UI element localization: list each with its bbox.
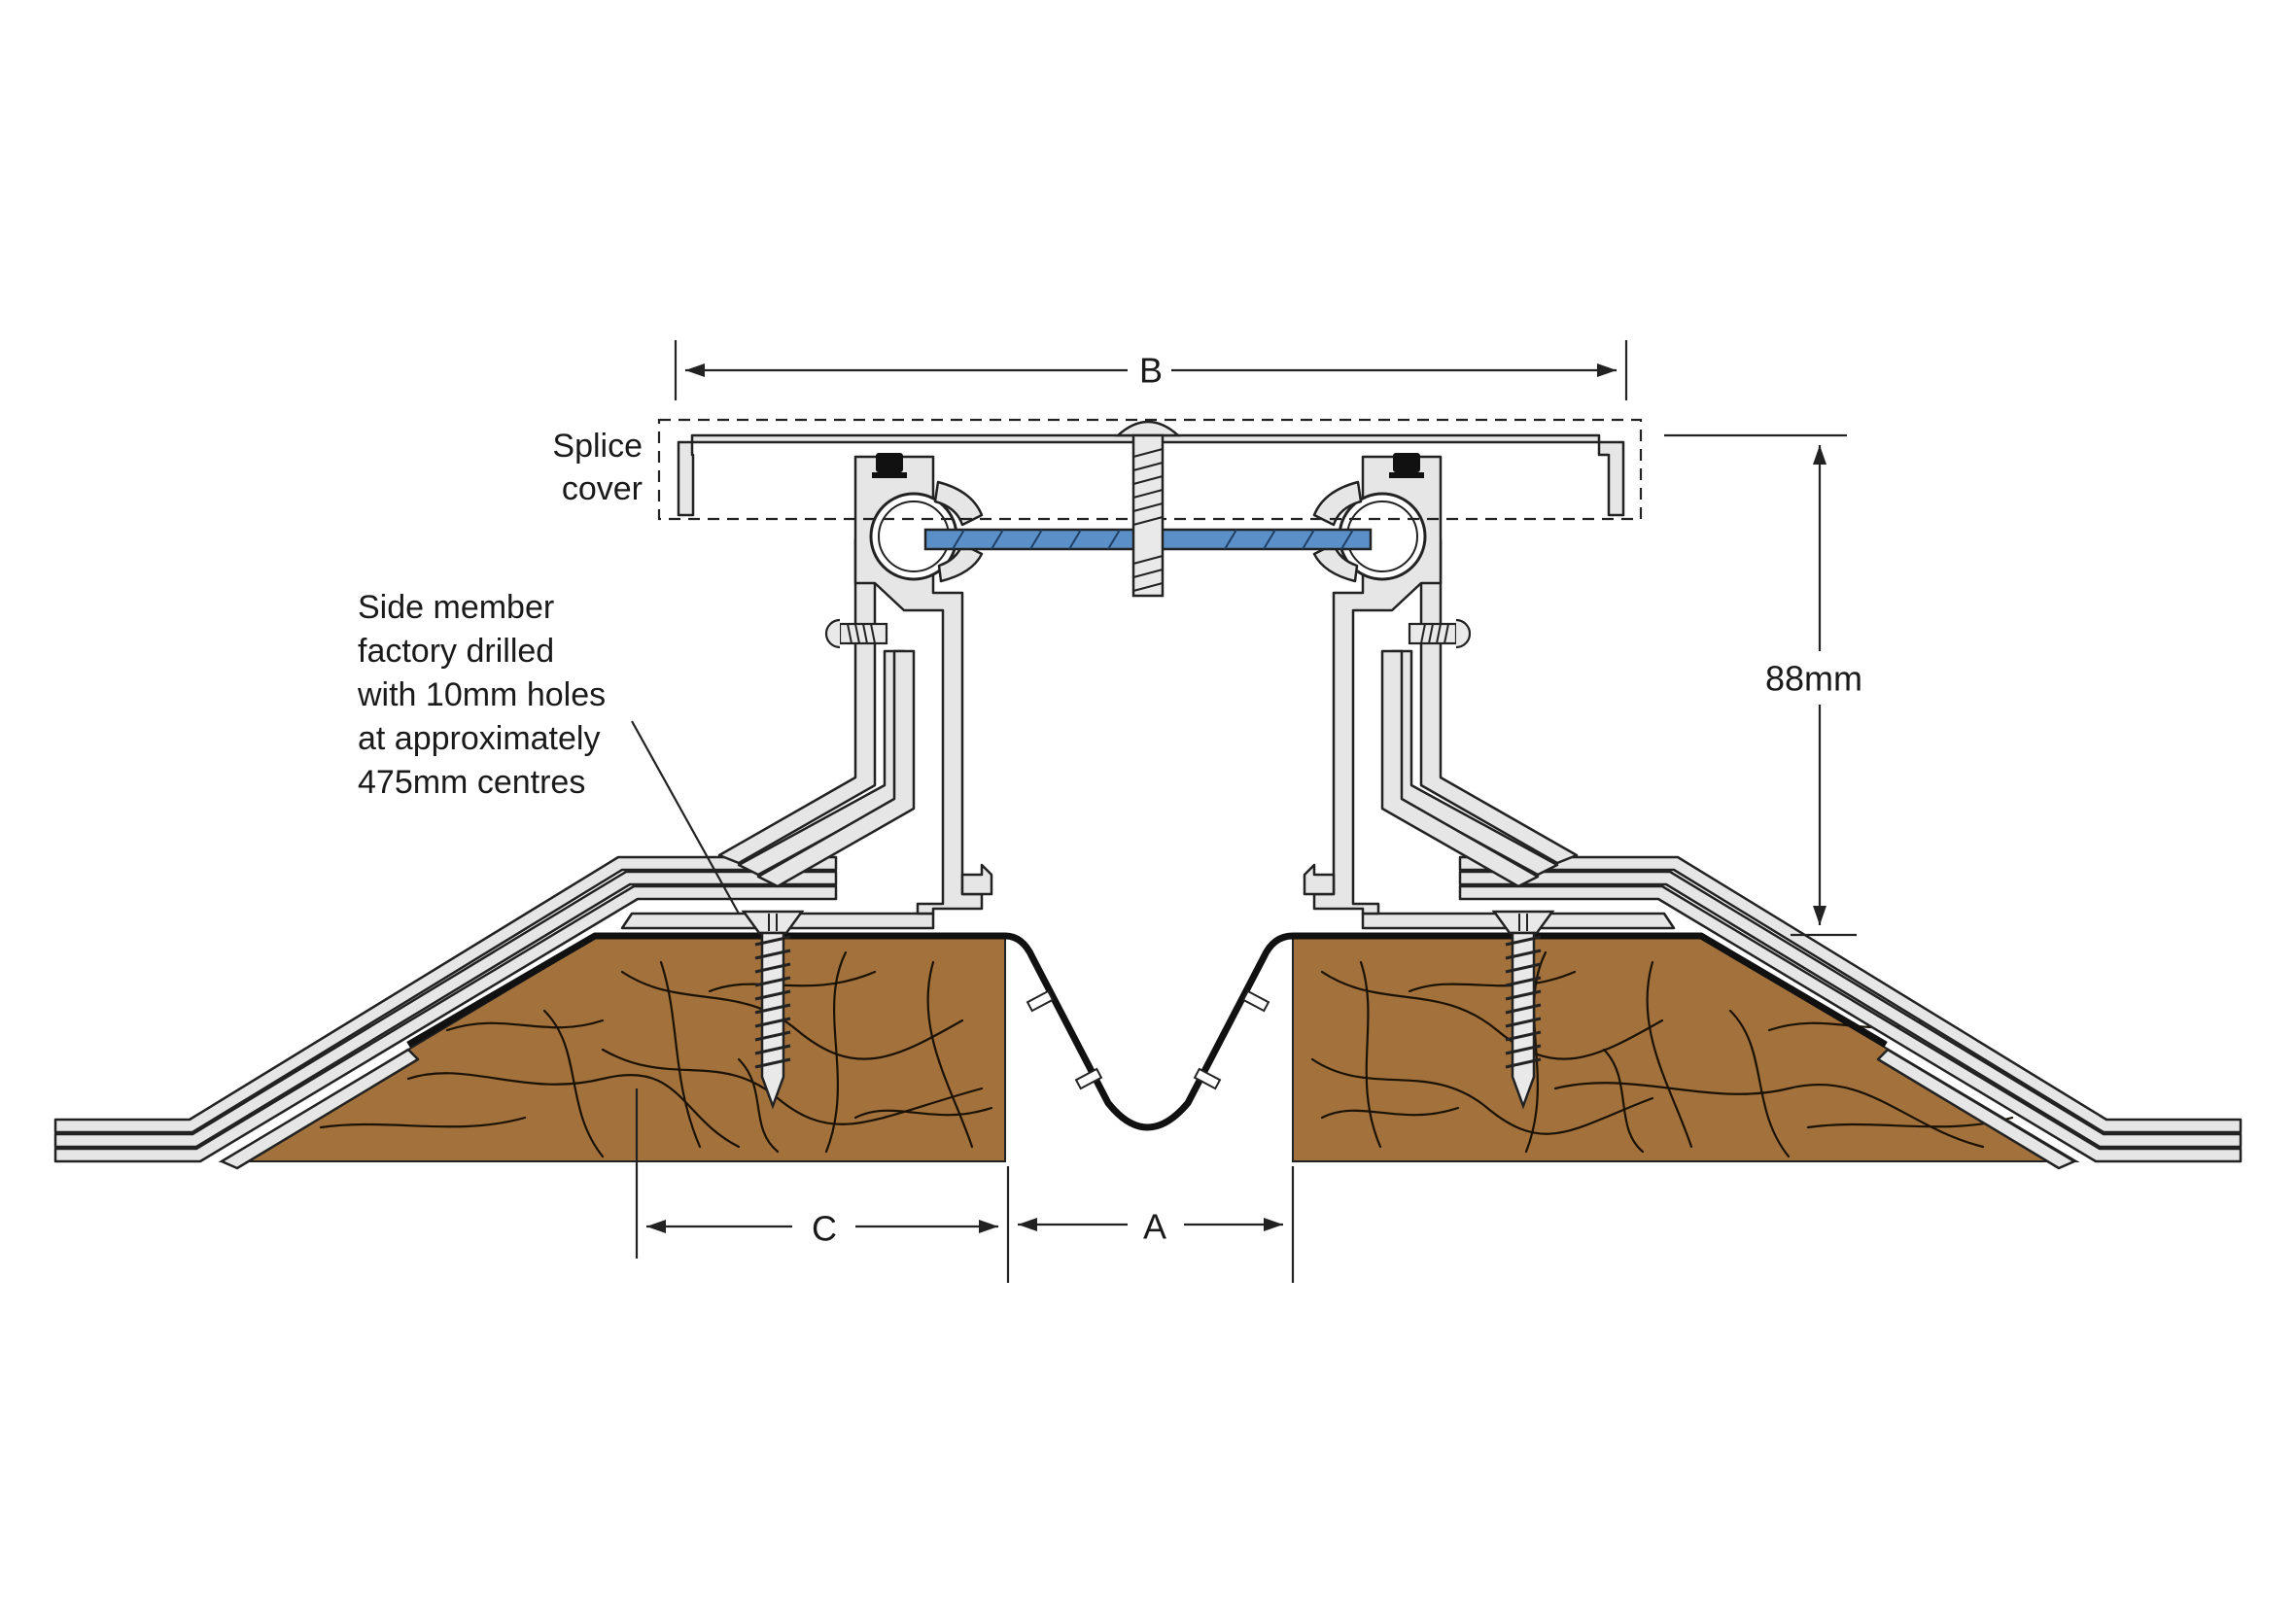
dimension-a: A — [1018, 1166, 1295, 1283]
side-member-leader-line — [631, 720, 740, 915]
dimension-height-label: 88mm — [1765, 659, 1862, 699]
dimension-b-label: B — [1139, 351, 1163, 391]
dimension-height: 88mm — [1664, 433, 1862, 937]
svg-text:Splice: Splice — [552, 428, 643, 465]
svg-text:at approximately: at approximately — [358, 720, 600, 757]
cover-plate-hatching — [952, 529, 1354, 550]
membrane-crease-marks — [1026, 989, 1270, 1090]
dimension-c-label: C — [812, 1209, 837, 1249]
wood-grain — [319, 950, 2014, 1158]
splice-cover-channel — [677, 433, 1625, 517]
grub-screw-right — [1408, 618, 1472, 649]
dimension-b: B — [674, 340, 1628, 400]
centre-bolt — [1114, 420, 1182, 598]
side-member-note: Side member factory drilled with 10mm ho… — [357, 589, 606, 801]
splice-cover-label: Splice cover — [552, 428, 643, 507]
svg-text:cover: cover — [562, 470, 643, 507]
waterproof-membrane — [406, 932, 1888, 1131]
dimension-c: C — [635, 1088, 1010, 1283]
svg-text:factory drilled: factory drilled — [358, 633, 554, 670]
grub-screw-left — [824, 618, 888, 649]
svg-text:with 10mm holes: with 10mm holes — [357, 676, 606, 713]
svg-text:Side member: Side member — [358, 589, 554, 626]
carrier-left — [853, 453, 993, 915]
splice-cover-outline — [657, 418, 1643, 521]
svg-text:475mm centres: 475mm centres — [358, 764, 585, 801]
dimension-a-label: A — [1143, 1207, 1166, 1247]
